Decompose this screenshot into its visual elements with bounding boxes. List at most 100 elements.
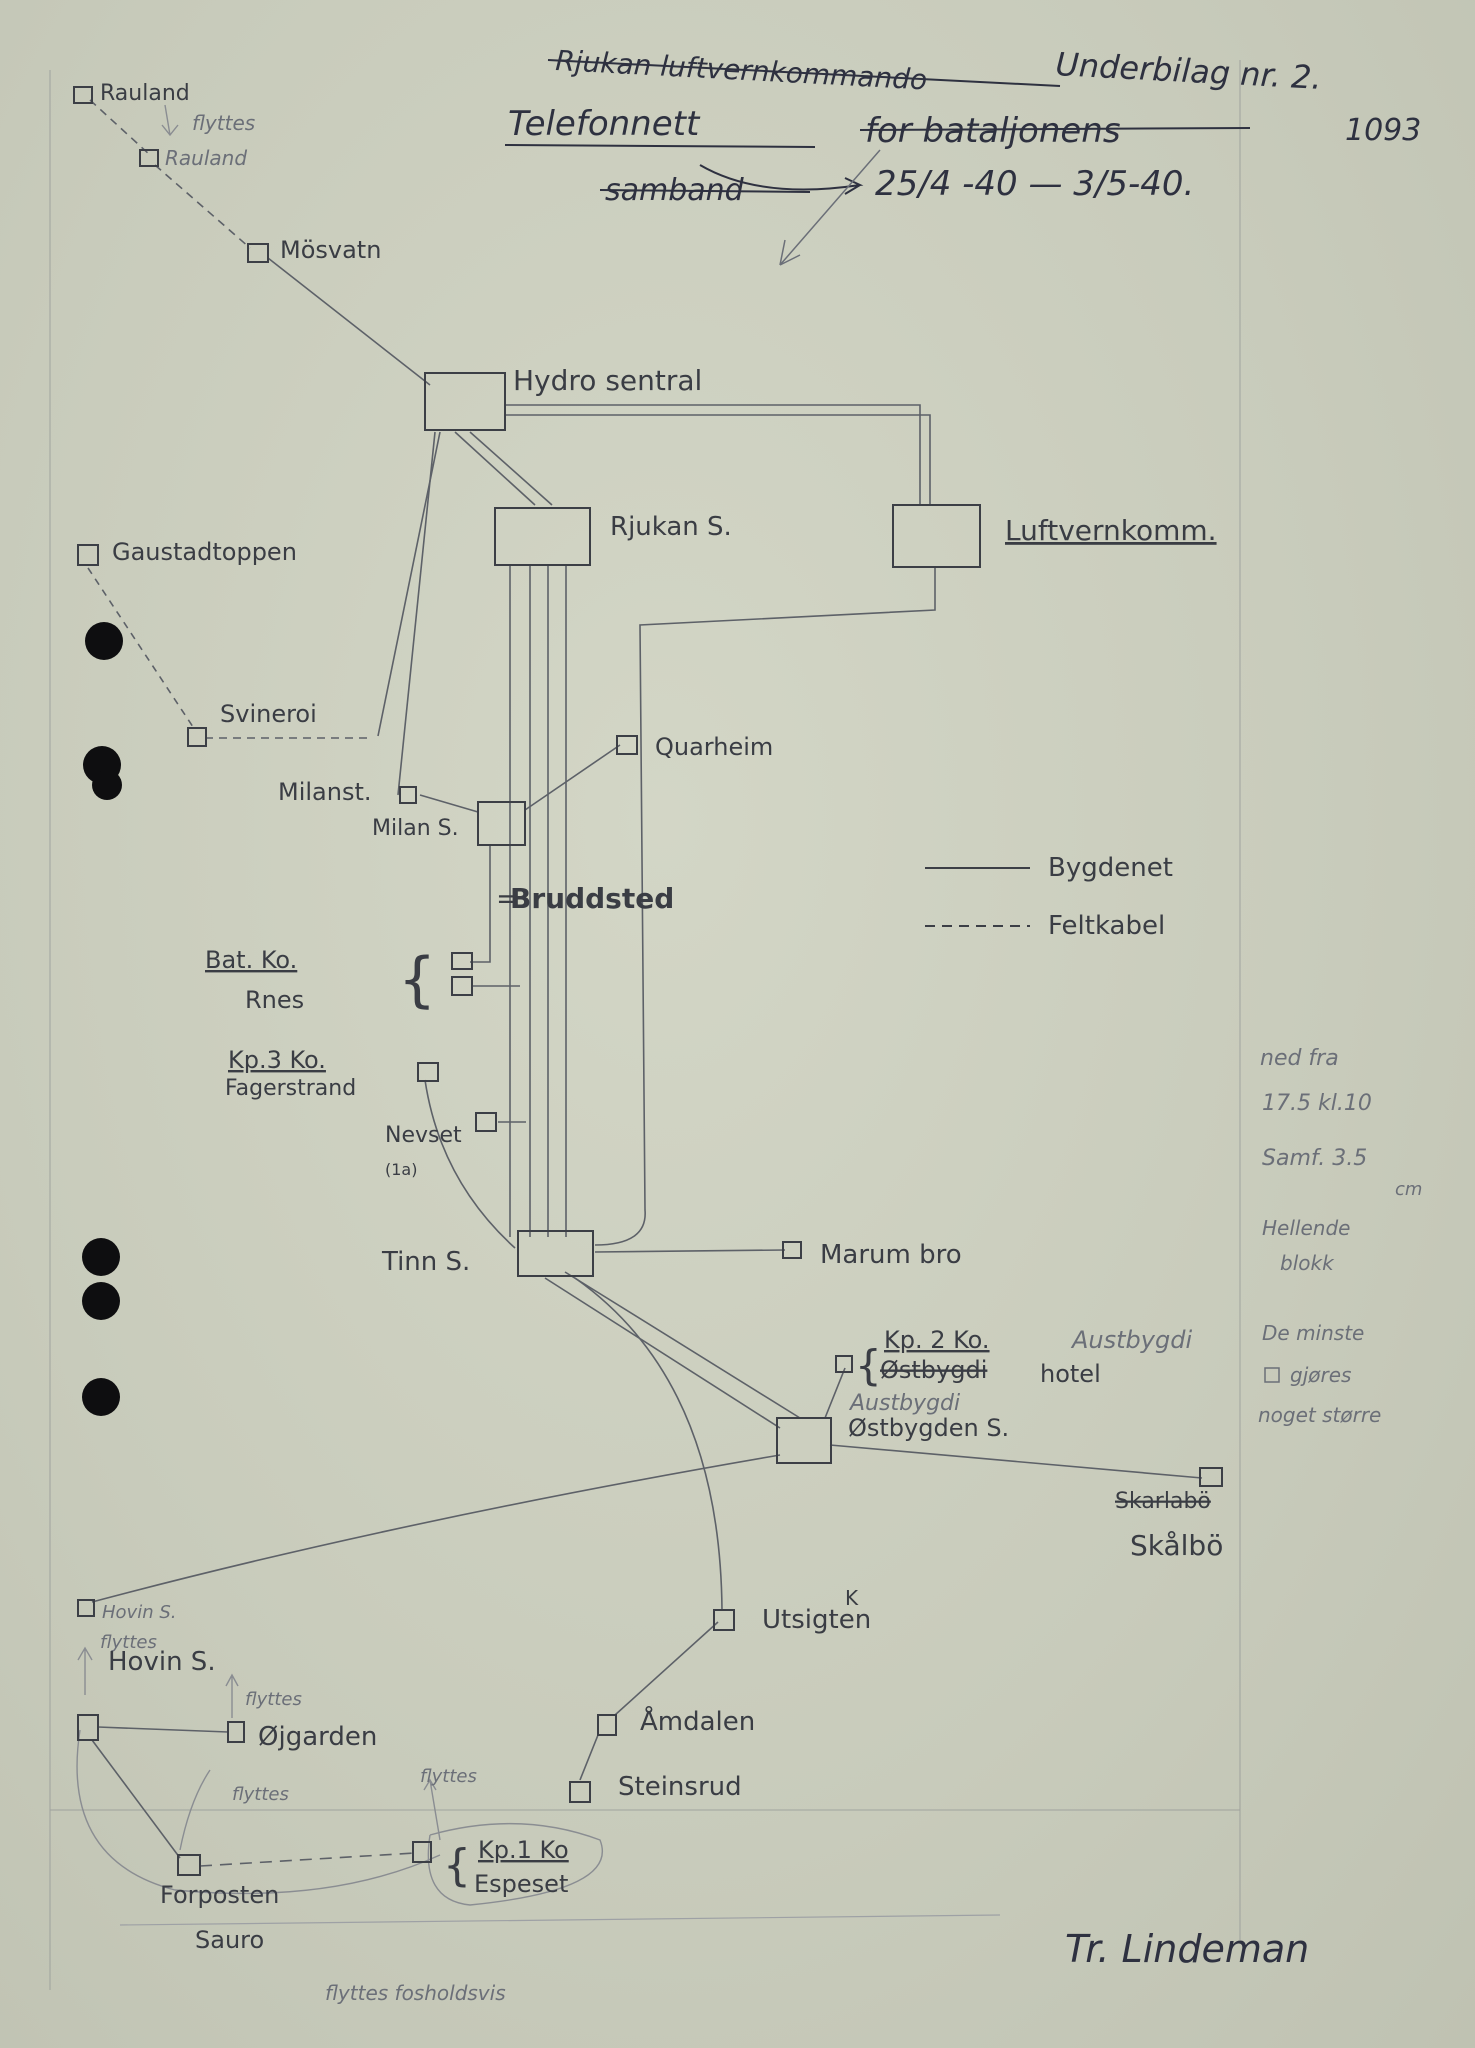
label-kp2: Kp. 2 Ko.	[884, 1326, 990, 1354]
label-nevset-note: (1a)	[385, 1160, 417, 1179]
box-batko-2	[451, 976, 473, 996]
node-labels: Rauland flyttes Rauland Mösvatn Hydro se…	[100, 81, 1223, 2005]
label-ostbygden: Østbygden S.	[848, 1414, 1009, 1442]
box-ostbygden[interactable]	[776, 1417, 832, 1464]
label-tinn: Tinn S.	[381, 1247, 470, 1277]
binder-hole-1	[85, 622, 123, 660]
margin-note-3: Samf. 3.5	[1262, 1146, 1367, 1171]
line-luftvern-tinn	[594, 568, 936, 1246]
box-rauland	[73, 86, 93, 104]
label-flyttes-b: flyttes	[420, 1766, 477, 1787]
label-forposten: Forposten	[160, 1881, 279, 1909]
label-bat-ko: Bat. Ko.	[205, 946, 297, 974]
box-utsigten	[713, 1609, 735, 1631]
box-svineroi	[187, 727, 207, 747]
label-skalbo: Skålbö	[1130, 1529, 1223, 1562]
line-milan-quarheim	[524, 744, 621, 811]
label-hovin-old: Hovin S.	[102, 1602, 176, 1623]
line-hydro-luftvern-b	[505, 414, 931, 505]
label-sauro: Sauro	[195, 1926, 264, 1954]
box-forposten	[177, 1854, 201, 1876]
line-mosvatn-hydro	[267, 257, 431, 386]
label-rauland-note: flyttes	[192, 111, 255, 135]
page-number: 1093	[1345, 113, 1421, 148]
footer-scribble	[119, 1914, 1001, 1926]
box-rauland-new	[139, 149, 159, 167]
header-insert-arrow	[779, 149, 881, 266]
label-flyttes-a: flyttes	[232, 1784, 289, 1805]
label-bruddsted: Bruddsted	[510, 882, 674, 915]
line-tinn-marum	[594, 1249, 786, 1253]
box-gausta	[77, 544, 99, 566]
margin-notes: ned fra 17.5 kl.10 Samf. 3.5 cm Hellende…	[1258, 1046, 1422, 1427]
header-strike-1	[547, 59, 1061, 87]
box-steinsrud	[569, 1781, 591, 1803]
margin-note-5: Hellende	[1262, 1216, 1350, 1240]
label-kp3: Kp.3 Ko.	[228, 1046, 326, 1074]
label-kp1: Kp.1 Ko	[478, 1836, 569, 1864]
box-milanst	[399, 786, 417, 804]
label-luftvern: Luftvernkomm.	[1005, 514, 1217, 547]
line-ostbygden-skarlabo	[829, 1444, 1203, 1479]
margin-note-8: gjøres	[1290, 1363, 1351, 1387]
legend-solid-label: Bygdenet	[1048, 853, 1173, 883]
cable-gausta-svineroi	[87, 567, 196, 731]
box-luftvern[interactable]	[892, 504, 981, 568]
box-milan[interactable]	[477, 801, 526, 846]
label-nevset: Nevset	[385, 1123, 462, 1148]
line-utsigten-amdalen	[614, 1621, 719, 1716]
label-kp2-old: Østbygdi	[880, 1356, 987, 1384]
label-fagerstrand: Fagerstrand	[225, 1076, 356, 1101]
label-rauland: Rauland	[100, 81, 190, 106]
line-amdalen-steinsrud	[579, 1734, 599, 1781]
label-milan-s: Milan S.	[372, 816, 459, 841]
label-rnes: Rnes	[245, 986, 304, 1014]
line-ostbygden-hovin	[91, 1454, 781, 1603]
margin-note-6: blokk	[1280, 1251, 1335, 1275]
label-milanst: Milanst.	[278, 778, 372, 806]
arrow-forposten-2	[423, 1778, 441, 1841]
box-kp2	[835, 1355, 853, 1373]
label-quarheim: Quarheim	[655, 733, 773, 761]
header-arrow	[699, 164, 864, 195]
label-kp2-new: Austbygdi	[1070, 1326, 1192, 1354]
label-svineroi: Svineroi	[220, 700, 317, 728]
header-line1: Underbilag nr. 2.	[1055, 45, 1323, 97]
label-rauland-new: Rauland	[165, 146, 247, 170]
binder-hole-3	[92, 770, 122, 800]
label-steinsrud: Steinsrud	[618, 1772, 742, 1802]
box-batko-1	[451, 952, 473, 970]
label-skarlabo: Skarlabö	[1115, 1489, 1211, 1514]
cable-rauland-mosvatn	[154, 164, 251, 249]
box-kp3	[417, 1062, 439, 1082]
kp1-brace: {	[443, 1840, 471, 1891]
batko-brace: {	[398, 945, 436, 1015]
loop-kp1	[427, 1822, 603, 1906]
label-utsigten: Utsigten	[762, 1605, 871, 1635]
header-line2: Telefonnett	[508, 104, 701, 144]
label-hydro: Hydro sentral	[513, 364, 702, 397]
line-milanst-milan	[419, 794, 479, 813]
margin-note-2: 17.5 kl.10	[1262, 1091, 1372, 1116]
label-bruddsted-mark: =	[496, 882, 519, 915]
box-hydro[interactable]	[424, 372, 506, 431]
margin-note-9: noget større	[1258, 1403, 1381, 1427]
legend: Bygdenet Feltkabel	[925, 853, 1173, 941]
arrow-ojgarden	[225, 1673, 239, 1718]
line-milan-batko-a	[470, 845, 491, 963]
label-hovin-note: flyttes	[100, 1632, 157, 1653]
label-gausta: Gaustadtoppen	[112, 538, 297, 566]
cable-rauland-flyttes	[89, 99, 151, 156]
line-hovin-hub-ojgarden	[97, 1726, 229, 1733]
line-tinn-ostbygden-a	[544, 1277, 781, 1429]
arrow-forposten-1	[179, 1769, 211, 1851]
label-ojgarden: Øjgarden	[258, 1722, 377, 1752]
relocation-arrows	[76, 104, 603, 1906]
margin-note-square	[1264, 1367, 1280, 1383]
box-tinn[interactable]	[517, 1230, 594, 1277]
line-hydro-rjukan-a	[454, 431, 536, 506]
margin-note-4: cm	[1395, 1179, 1422, 1200]
box-rjukan[interactable]	[494, 507, 591, 566]
label-footer-note: flyttes fosholdsvis	[325, 1981, 506, 2005]
